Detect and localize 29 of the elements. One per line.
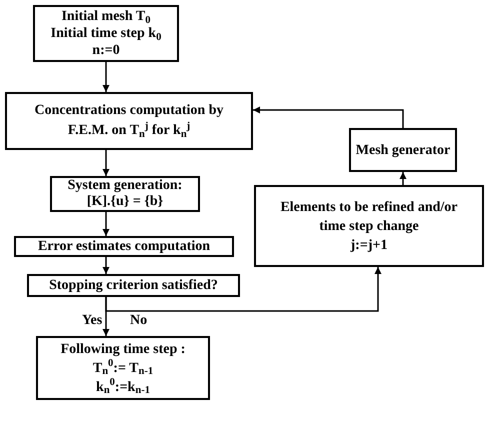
process-box bbox=[14, 236, 234, 257]
box-text: [K].{u} = {b} bbox=[86, 194, 164, 210]
box-text: Following time step : bbox=[60, 340, 186, 358]
arrow bbox=[253, 106, 404, 128]
box-text: j:=j+1 bbox=[350, 236, 388, 254]
process-box bbox=[349, 128, 457, 172]
process-box bbox=[50, 176, 200, 212]
process-box bbox=[36, 336, 210, 400]
process-box bbox=[27, 274, 240, 297]
arrow bbox=[102, 62, 110, 92]
arrow bbox=[105, 267, 382, 312]
process-box bbox=[5, 92, 253, 150]
box-text: Initial time step k$_{0}$ bbox=[50, 25, 162, 42]
box-text: Mesh generator bbox=[356, 142, 450, 160]
arrow bbox=[102, 257, 110, 274]
box-text: n:=0 bbox=[92, 42, 120, 59]
box-text: Error estimates computation bbox=[38, 238, 210, 256]
process-box bbox=[254, 185, 484, 267]
arrow bbox=[102, 150, 110, 176]
box-text: Initial mesh T$_{0}$ bbox=[61, 8, 150, 25]
box-text: k$_{n}$$^{0}$:=k$_{n-1}$ bbox=[96, 378, 150, 396]
arrow bbox=[102, 212, 110, 236]
edge-label: No bbox=[130, 314, 148, 328]
box-text: System generation: bbox=[68, 178, 182, 194]
edge-label: Yes bbox=[82, 314, 102, 328]
box-text: T$_{n}$$^{0}$:= T$_{n-1}$ bbox=[92, 358, 154, 378]
arrow bbox=[400, 172, 406, 185]
box-text: Stopping criterion satisfied? bbox=[49, 277, 218, 295]
process-box bbox=[33, 5, 179, 62]
